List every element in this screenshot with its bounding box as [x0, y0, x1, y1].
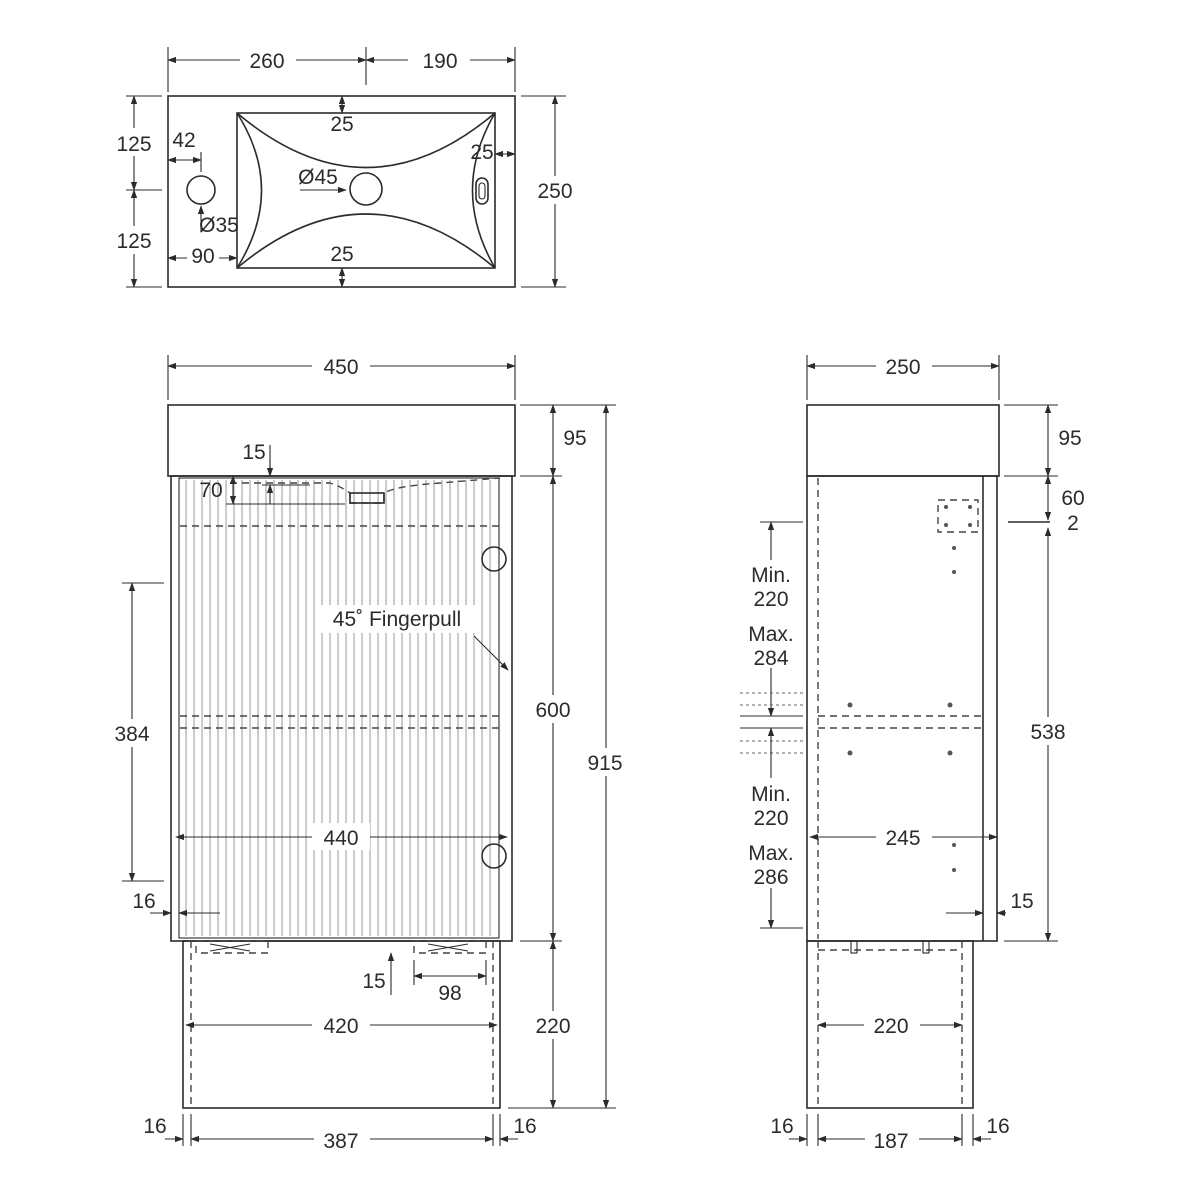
dim-waste-offset: 15 — [242, 441, 265, 464]
dim-tap-from-edge: 90 — [191, 245, 214, 268]
dim-front-leg-height: 220 — [535, 1015, 570, 1038]
value-upper-max: 284 — [753, 647, 788, 670]
waste-hole-icon — [349, 172, 383, 206]
dim-side-top-height: 95 — [1058, 427, 1081, 450]
label-lower-min: Min. — [751, 783, 791, 806]
label-upper-max: Max. — [748, 623, 794, 646]
dim-leg-inner: 387 — [323, 1130, 358, 1153]
bowl-curve-top — [236, 112, 496, 169]
front-view: 450 95 600 915 220 15 70 384 — [107, 353, 631, 1153]
label-waste-hole: Ø45 — [298, 166, 338, 189]
value-upper-min: 220 — [753, 588, 788, 611]
dim-side-back-gap: 15 — [1010, 890, 1033, 913]
label-lower-max: Max. — [748, 842, 794, 865]
dim-side-overall-depth: 250 — [885, 356, 920, 379]
overflow-slot-icon — [475, 177, 489, 205]
front-waste-outlet — [349, 492, 385, 504]
bowl-curve-left — [236, 112, 263, 269]
side-view: 250 95 60 2 538 Min. 220 Max. 284 Min. 2… — [740, 353, 1090, 1153]
dim-top-depth-total: 250 — [537, 180, 572, 203]
dim-side-leg-inner: 187 — [873, 1130, 908, 1153]
dim-top-depth-upper: 125 — [116, 133, 151, 156]
fingerpull-upper-icon — [481, 546, 507, 572]
dim-front-side-margin: 16 — [132, 890, 155, 913]
dim-bowl-margin-top: 25 — [330, 113, 353, 136]
fluted-door-pattern — [185, 480, 491, 936]
bowl-curve-right — [471, 112, 496, 269]
bowl-outline — [236, 112, 496, 269]
dim-side-body-height: 538 — [1030, 721, 1065, 744]
dim-side-leg-depth: 220 — [873, 1015, 908, 1038]
dim-front-overall-height: 915 — [587, 752, 622, 775]
dim-front-top-height: 95 — [563, 427, 586, 450]
front-basin — [167, 404, 516, 477]
front-cabinet — [170, 475, 513, 942]
side-basin — [806, 404, 1000, 477]
label-tap-hole: Ø35 — [199, 214, 239, 237]
dim-front-inner-width: 440 — [323, 827, 358, 850]
tap-hole-icon — [186, 175, 216, 205]
dim-foot-offset: 15 — [362, 970, 385, 993]
dim-bracket-offset: 60 — [1061, 487, 1084, 510]
dim-bowl-margin-bottom: 25 — [330, 243, 353, 266]
dim-foot-width: 98 — [438, 982, 461, 1005]
label-fingerpull: 45˚ Fingerpull — [333, 608, 461, 631]
side-leg-frame — [806, 940, 974, 1109]
dim-front-cabinet-height: 600 — [535, 699, 570, 722]
dim-leg-margin-right: 16 — [513, 1115, 536, 1138]
dim-waste-height: 70 — [199, 479, 222, 502]
dim-tap-offset: 42 — [172, 129, 195, 152]
top-view: 260 190 125 125 250 42 Ø35 90 Ø45 25 — [108, 47, 582, 288]
dim-bracket-gap: 2 — [1067, 512, 1079, 535]
front-leg-frame — [182, 940, 501, 1109]
dim-top-width-left: 260 — [249, 50, 284, 73]
fingerpull-lower-icon — [481, 843, 507, 869]
dim-side-leg-margin-right: 16 — [986, 1115, 1009, 1138]
wall-bracket — [937, 499, 979, 533]
dim-bowl-margin-side: 25 — [470, 141, 493, 164]
dim-leg-margin-left: 16 — [143, 1115, 166, 1138]
side-cabinet — [806, 475, 998, 942]
dim-side-inner-depth: 245 — [885, 827, 920, 850]
dim-side-leg-margin-left: 16 — [770, 1115, 793, 1138]
label-upper-min: Min. — [751, 564, 791, 587]
dim-handle-spacing: 384 — [114, 723, 149, 746]
dim-top-depth-lower: 125 — [116, 230, 151, 253]
value-lower-max: 286 — [753, 866, 788, 889]
dim-top-width-right: 190 — [422, 50, 457, 73]
value-lower-min: 220 — [753, 807, 788, 830]
bowl-curve-bottom — [236, 213, 496, 269]
dim-front-overall-width: 450 — [323, 356, 358, 379]
dim-leg-span: 420 — [323, 1015, 358, 1038]
